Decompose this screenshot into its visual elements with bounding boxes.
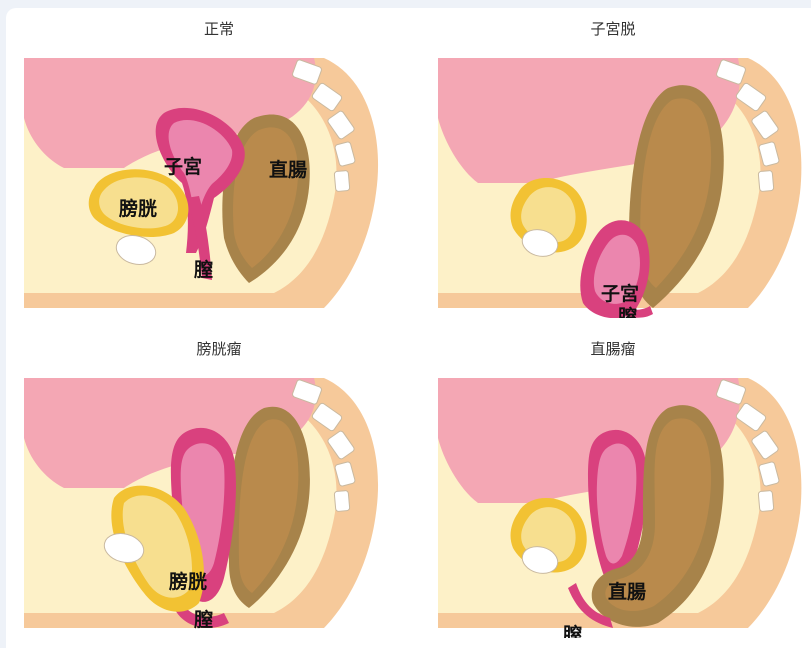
panel-rectocele: 直腸 膣 直腸瘤	[418, 338, 808, 638]
panel-cystocele: 膀胱 膣 膀胱瘤	[24, 338, 414, 638]
bladder-label: 膀胱	[118, 197, 157, 220]
panel-title: 膀胱瘤	[24, 338, 414, 359]
anatomy-rectocele-figure: 直腸 膣	[418, 338, 808, 638]
panel-title: 直腸瘤	[418, 338, 808, 359]
uterus-label: 子宮	[601, 282, 639, 305]
vagina-label: 膣	[617, 305, 637, 318]
rectum-label: 直腸	[608, 580, 646, 603]
panel-uterine-prolapse: 子宮 膣 子宮脱	[418, 18, 808, 318]
panel-normal: 子宮 直腸 膀胱 膣 正常	[24, 18, 414, 318]
vagina-label: 膣	[193, 608, 213, 631]
vagina-label: 膣	[193, 258, 213, 281]
anatomy-normal-figure: 子宮 直腸 膀胱 膣	[24, 18, 414, 318]
vagina-label: 膣	[562, 623, 582, 638]
panel-title: 子宮脱	[418, 18, 808, 39]
anatomy-uterine-prolapse-figure: 子宮 膣	[418, 18, 808, 318]
panel-title: 正常	[24, 18, 414, 39]
anatomy-cystocele-figure: 膀胱 膣	[24, 338, 414, 638]
bladder-label: 膀胱	[168, 570, 207, 593]
uterus-label: 子宮	[164, 155, 202, 178]
figure-card: 子宮 直腸 膀胱 膣 正常 子宮	[6, 8, 811, 648]
rectum-label: 直腸	[269, 158, 307, 181]
